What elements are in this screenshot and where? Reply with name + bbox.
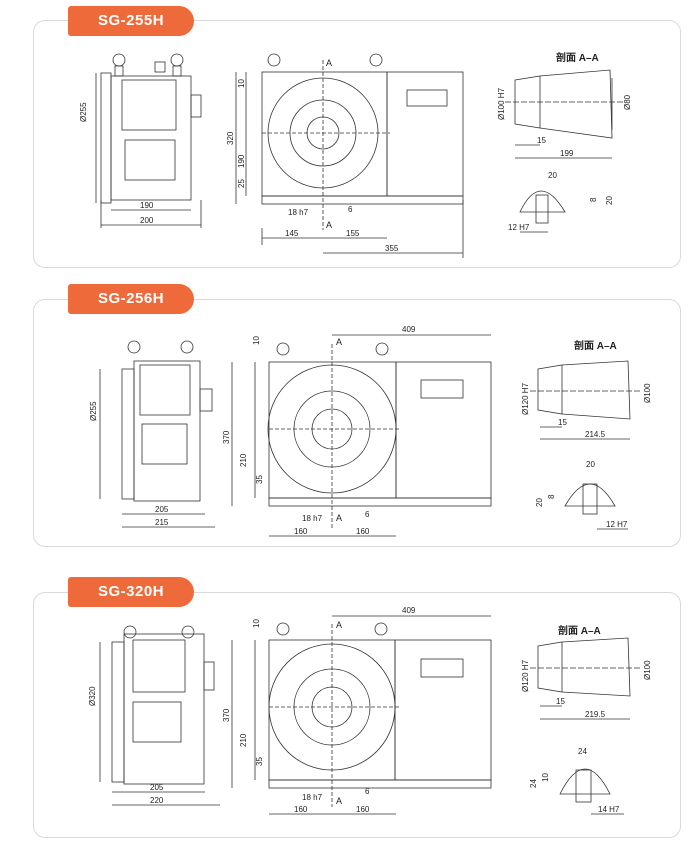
dim-front-160b: 160 [356,805,370,814]
dim-slot-20b: 20 [605,196,614,205]
dim-front-160b: 160 [356,527,370,536]
model-tag-sg256h: SG-256H [68,284,195,314]
dim-front-25: 25 [237,179,246,188]
dim-slot-20b: 20 [535,498,544,507]
drawing-sg320h: 剖面 A–A Ø320 205 220 409 10 370 210 35 18… [88,606,652,815]
section-mark-top: A [326,58,332,68]
dim-front-160a: 160 [294,527,308,536]
section-mark-bottom: A [326,220,332,230]
dim-side-dia: Ø255 [79,102,88,122]
dim-slot-24b: 24 [529,779,538,788]
dim-front-210: 210 [239,733,248,747]
side-view [99,625,220,806]
model-card-sg255h [33,20,681,268]
dim-sec-15: 15 [556,697,565,706]
side-view [95,53,202,228]
dim-slot-20a: 20 [548,171,557,180]
dim-side-w1: 205 [150,783,164,792]
dim-sec-80: Ø80 [623,94,632,110]
section-view [530,360,640,530]
dim-front-18h7: 18 h7 [288,208,309,217]
dim-side-dia: Ø320 [88,686,97,706]
dim-front-160a: 160 [294,805,308,814]
dim-slot-20a: 20 [586,460,595,469]
dim-side-w1: 190 [140,201,154,210]
drawing-sg255h: 剖面 A–A Ø255 190 200 10 320 190 25 18 h7 … [79,51,632,258]
dim-sec-100: Ø100 [643,383,652,403]
section-title: 剖面 A–A [558,624,601,637]
dim-front-190: 190 [237,154,246,168]
section-mark-bottom: A [336,513,342,523]
section-view [530,637,640,815]
dim-slot-8: 8 [547,494,556,499]
model-tag-sg255h: SG-255H [68,6,195,36]
dim-front-355: 355 [385,244,399,253]
dim-front-18h7: 18 h7 [302,514,323,523]
dim-sec-2195: 219.5 [585,710,606,719]
dim-front-145: 145 [285,229,299,238]
dim-side-w2: 215 [155,518,169,527]
dim-front-10: 10 [252,336,261,345]
dim-sec-15: 15 [558,418,567,427]
dim-slot-10: 10 [541,773,550,782]
front-view [231,615,492,815]
front-view [235,53,464,258]
dim-slot-12h7: 12 H7 [508,223,530,232]
dim-sec-15: 15 [537,136,546,145]
section-mark-top: A [336,620,342,630]
dim-sec-120h7: Ø120 H7 [521,382,530,415]
dim-front-18h7: 18 h7 [302,793,323,802]
section-mark-top: A [336,337,342,347]
dim-front-35: 35 [255,757,264,766]
model-card-sg320h [33,592,681,838]
drawing-sg256h: 剖面 A–A Ø255 205 215 409 10 370 210 35 18… [89,325,652,537]
dim-front-409: 409 [402,325,416,334]
dim-sec-100h7: Ø100 H7 [497,87,506,120]
dim-front-155: 155 [346,229,360,238]
dim-front-210: 210 [239,453,248,467]
dim-front-35: 35 [255,475,264,484]
dim-slot-8: 8 [589,197,598,202]
dim-side-w2: 220 [150,796,164,805]
dim-side-dia: Ø255 [89,401,98,421]
model-tag-sg320h: SG-320H [68,577,195,607]
section-view [505,69,625,233]
dim-sec-199: 199 [560,149,574,158]
dim-front-6: 6 [348,205,353,214]
dim-front-6: 6 [365,510,370,519]
dim-slot-24a: 24 [578,747,587,756]
side-view [99,340,215,528]
dim-sec-100: Ø100 [643,660,652,680]
dim-side-w1: 205 [155,505,169,514]
dim-slot-12h7: 12 H7 [606,520,628,529]
dim-front-320: 320 [226,131,235,145]
front-view [231,334,492,537]
section-mark-bottom: A [336,796,342,806]
dim-side-w2: 200 [140,216,154,225]
dim-sec-2145: 214.5 [585,430,606,439]
dim-front-370: 370 [222,430,231,444]
dim-front-409: 409 [402,606,416,615]
dim-front-6: 6 [365,787,370,796]
dim-front-10: 10 [252,619,261,628]
dim-front-370: 370 [222,708,231,722]
dim-sec-120h7: Ø120 H7 [521,659,530,692]
section-title: 剖面 A–A [574,339,617,352]
section-title: 剖面 A–A [556,51,599,64]
dim-slot-14h7: 14 H7 [598,805,620,814]
dim-front-10: 10 [237,79,246,88]
